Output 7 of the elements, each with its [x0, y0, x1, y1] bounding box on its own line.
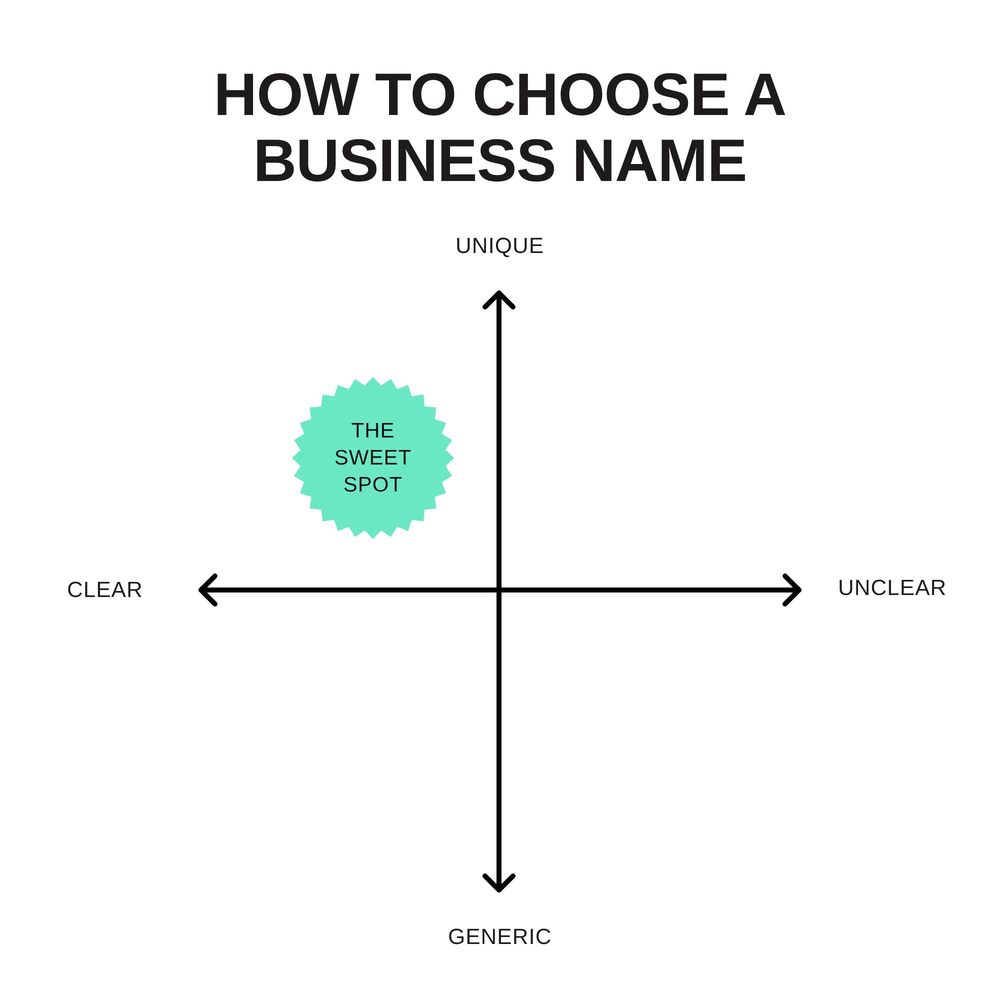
starburst-badge: [292, 377, 454, 539]
axis-label: UNCLEAR: [838, 575, 947, 601]
badge-text: THE SWEET SPOT: [333, 418, 413, 498]
axis-label: UNIQUE: [456, 233, 544, 259]
title: HOW TO CHOOSE A BUSINESS NAME: [212, 62, 788, 194]
axis-label: GENERIC: [448, 924, 552, 950]
axis-label: CLEAR: [67, 577, 143, 603]
